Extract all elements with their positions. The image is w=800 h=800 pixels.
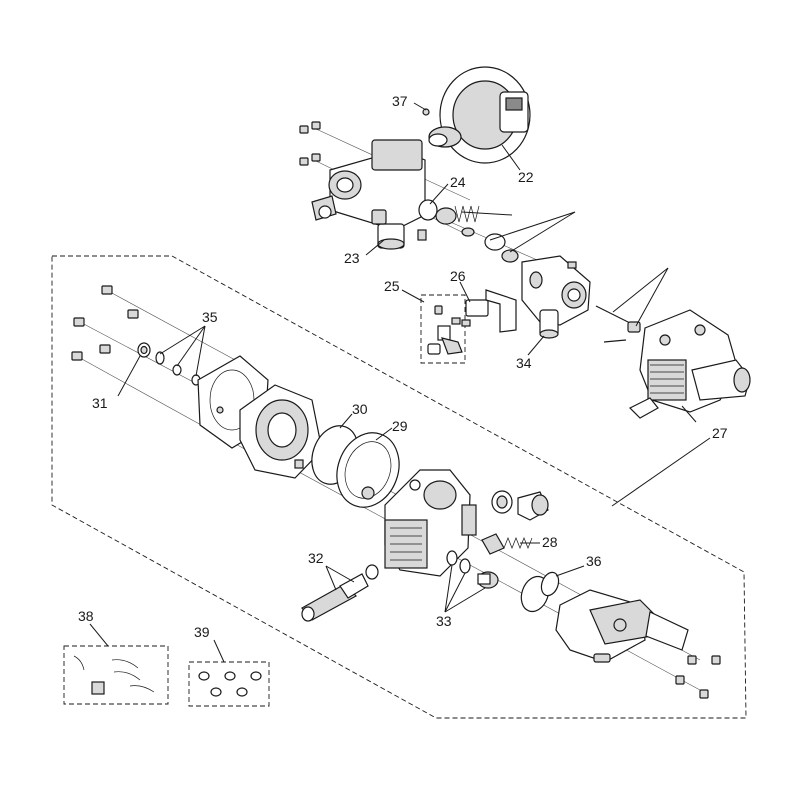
callout-35: 35: [202, 309, 218, 325]
leader-23: [365, 239, 385, 256]
callout-33: 33: [436, 613, 452, 629]
pin-cap: [627, 321, 641, 333]
callout-27: 27: [712, 425, 728, 441]
leader-35a: [159, 325, 206, 355]
callout-37: 37: [392, 93, 408, 109]
leader-33a: [444, 564, 453, 613]
bolt-34: [603, 339, 627, 343]
part-34-manifold: [521, 255, 591, 339]
callout-36: 36: [586, 553, 602, 569]
leader-35b: [176, 325, 206, 367]
leader-32a: [325, 565, 337, 591]
part-25-kit: [427, 305, 463, 355]
part-31-bolts: [71, 285, 151, 361]
part-33-rings: [446, 550, 499, 589]
leader-27a: [612, 267, 669, 313]
kit-38-box: [63, 645, 169, 705]
part-36-rings: [520, 571, 560, 613]
fittings: [491, 490, 549, 521]
callout-26: 26: [450, 268, 466, 284]
callout-29: 29: [392, 418, 408, 434]
leader-31: [117, 355, 141, 397]
callout-25: 25: [384, 278, 400, 294]
leader-33b: [444, 572, 466, 613]
part-32-shaft: [301, 564, 379, 622]
main-housing: [384, 469, 477, 577]
leader-37: [413, 102, 427, 111]
leader-26: [459, 281, 471, 303]
part-23-valve-block: [311, 139, 426, 250]
callout-31: 31: [92, 395, 108, 411]
leader-24: [429, 183, 449, 205]
callout-34: 34: [516, 355, 532, 371]
leader-39: [213, 639, 225, 663]
leader-38: [89, 623, 109, 647]
kit-39-box: [188, 661, 270, 707]
leader-36: [555, 565, 585, 577]
part-28-valve-spring: [481, 533, 533, 555]
part-39-o-rings: [198, 671, 262, 697]
leader-24a: [461, 211, 513, 216]
part-35-washers: [155, 351, 201, 386]
callout-32: 32: [308, 550, 324, 566]
part-26-bracket: [451, 289, 517, 333]
leader-32b: [325, 565, 355, 583]
upper-bolts: [299, 121, 321, 166]
leader-34: [527, 335, 545, 356]
leader-24b: [489, 211, 576, 241]
outlet-cover: [555, 589, 689, 663]
leader-30: [339, 413, 353, 429]
main-axis-1: [109, 291, 251, 369]
bottom-bolts: [593, 653, 721, 699]
callout-39: 39: [194, 624, 210, 640]
callout-38: 38: [78, 608, 94, 624]
part-29-diaphragm: [336, 432, 400, 508]
callout-28: 28: [542, 534, 558, 550]
part-22-housing: [422, 66, 531, 164]
part-38-clips: [73, 655, 155, 695]
callout-22: 22: [518, 169, 534, 185]
assembly-boundary: [51, 255, 747, 719]
callout-23: 23: [344, 250, 360, 266]
leader-29: [375, 427, 393, 441]
leader-27b: [635, 267, 669, 327]
callout-24: 24: [450, 174, 466, 190]
leader-25: [401, 289, 425, 303]
end-cover: [239, 384, 323, 479]
leader-27-main: [611, 437, 711, 507]
leader-24c: [509, 211, 576, 253]
leader-33c: [444, 587, 486, 613]
callout-30: 30: [352, 401, 368, 417]
part-27-pump-body: [628, 309, 751, 419]
leader-27: [681, 405, 697, 423]
leader-22: [501, 144, 521, 171]
leader-35c: [195, 325, 206, 377]
part-24-plunger-set: [417, 199, 519, 263]
